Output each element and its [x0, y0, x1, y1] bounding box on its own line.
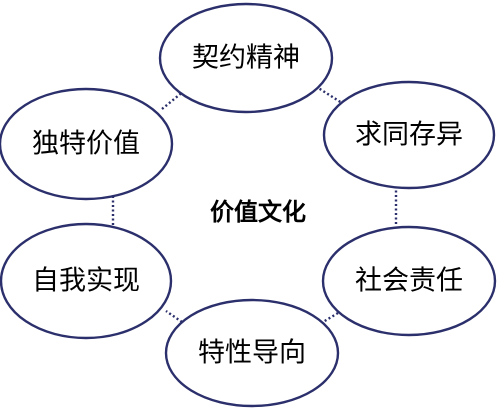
node-qiutong: 求同存异 — [322, 80, 496, 190]
node-duite: 独特价值 — [0, 87, 174, 201]
node-label: 社会责任 — [355, 266, 463, 297]
node-ellipse — [321, 225, 497, 337]
node-ellipse — [0, 222, 173, 340]
node-label: 契约精神 — [192, 43, 300, 74]
node-qiyue: 契约精神 — [158, 2, 334, 114]
center-label: 价值文化 — [210, 198, 306, 226]
node-shehui: 社会责任 — [321, 225, 497, 337]
node-ellipse — [322, 80, 496, 190]
node-ellipse — [0, 87, 174, 201]
node-label: 自我实现 — [32, 266, 140, 297]
node-label: 独特价值 — [32, 129, 140, 160]
connector-texing-ziwo — [165, 310, 183, 323]
node-ellipse — [158, 2, 334, 114]
node-label: 求同存异 — [355, 120, 463, 151]
node-ellipse — [164, 298, 340, 408]
node-texing: 特性导向 — [164, 298, 340, 408]
node-label: 特性导向 — [198, 338, 306, 369]
node-ziwo: 自我实现 — [0, 222, 173, 340]
